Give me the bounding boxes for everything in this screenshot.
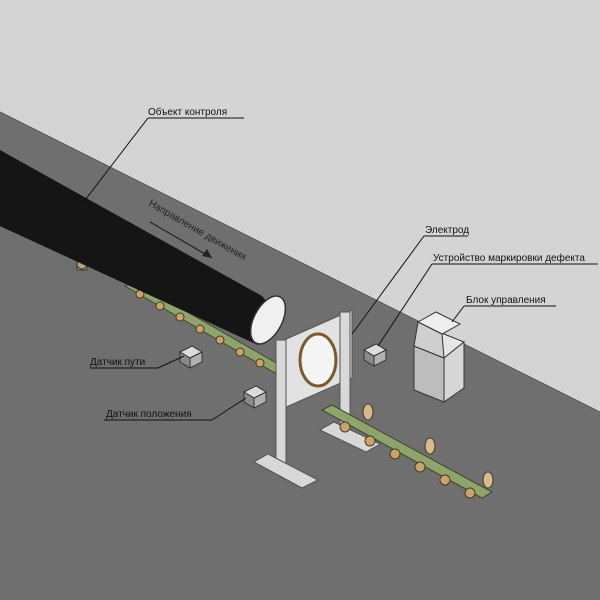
leader-electrode — [351, 235, 425, 335]
pipe-object — [0, 150, 287, 345]
label-control-unit: Блок управления — [466, 295, 546, 306]
label-path-sensor: Датчик пути — [90, 357, 145, 368]
label-position-sensor: Датчик положения — [106, 409, 192, 420]
label-object: Объект контроля — [148, 106, 227, 118]
control-unit-cabinet — [413, 311, 465, 403]
leader-lines — [81, 117, 598, 421]
leader-marker — [377, 263, 433, 347]
leader-path — [157, 355, 185, 369]
output-conveyor — [320, 403, 494, 499]
position-sensor-box — [242, 385, 268, 409]
floor-edge — [0, 111, 600, 413]
leader-control — [451, 305, 465, 323]
electrode-ring — [298, 332, 338, 388]
leader-position — [211, 397, 247, 421]
pipe-end-face — [249, 295, 287, 345]
path-sensor-box — [178, 345, 204, 369]
leader-object — [81, 117, 149, 205]
label-electrode: Электрод — [425, 225, 469, 236]
electrode-frame — [252, 309, 382, 489]
label-marker-device: Устройство маркировки дефекта — [433, 252, 585, 264]
marker-device-box — [362, 343, 388, 367]
